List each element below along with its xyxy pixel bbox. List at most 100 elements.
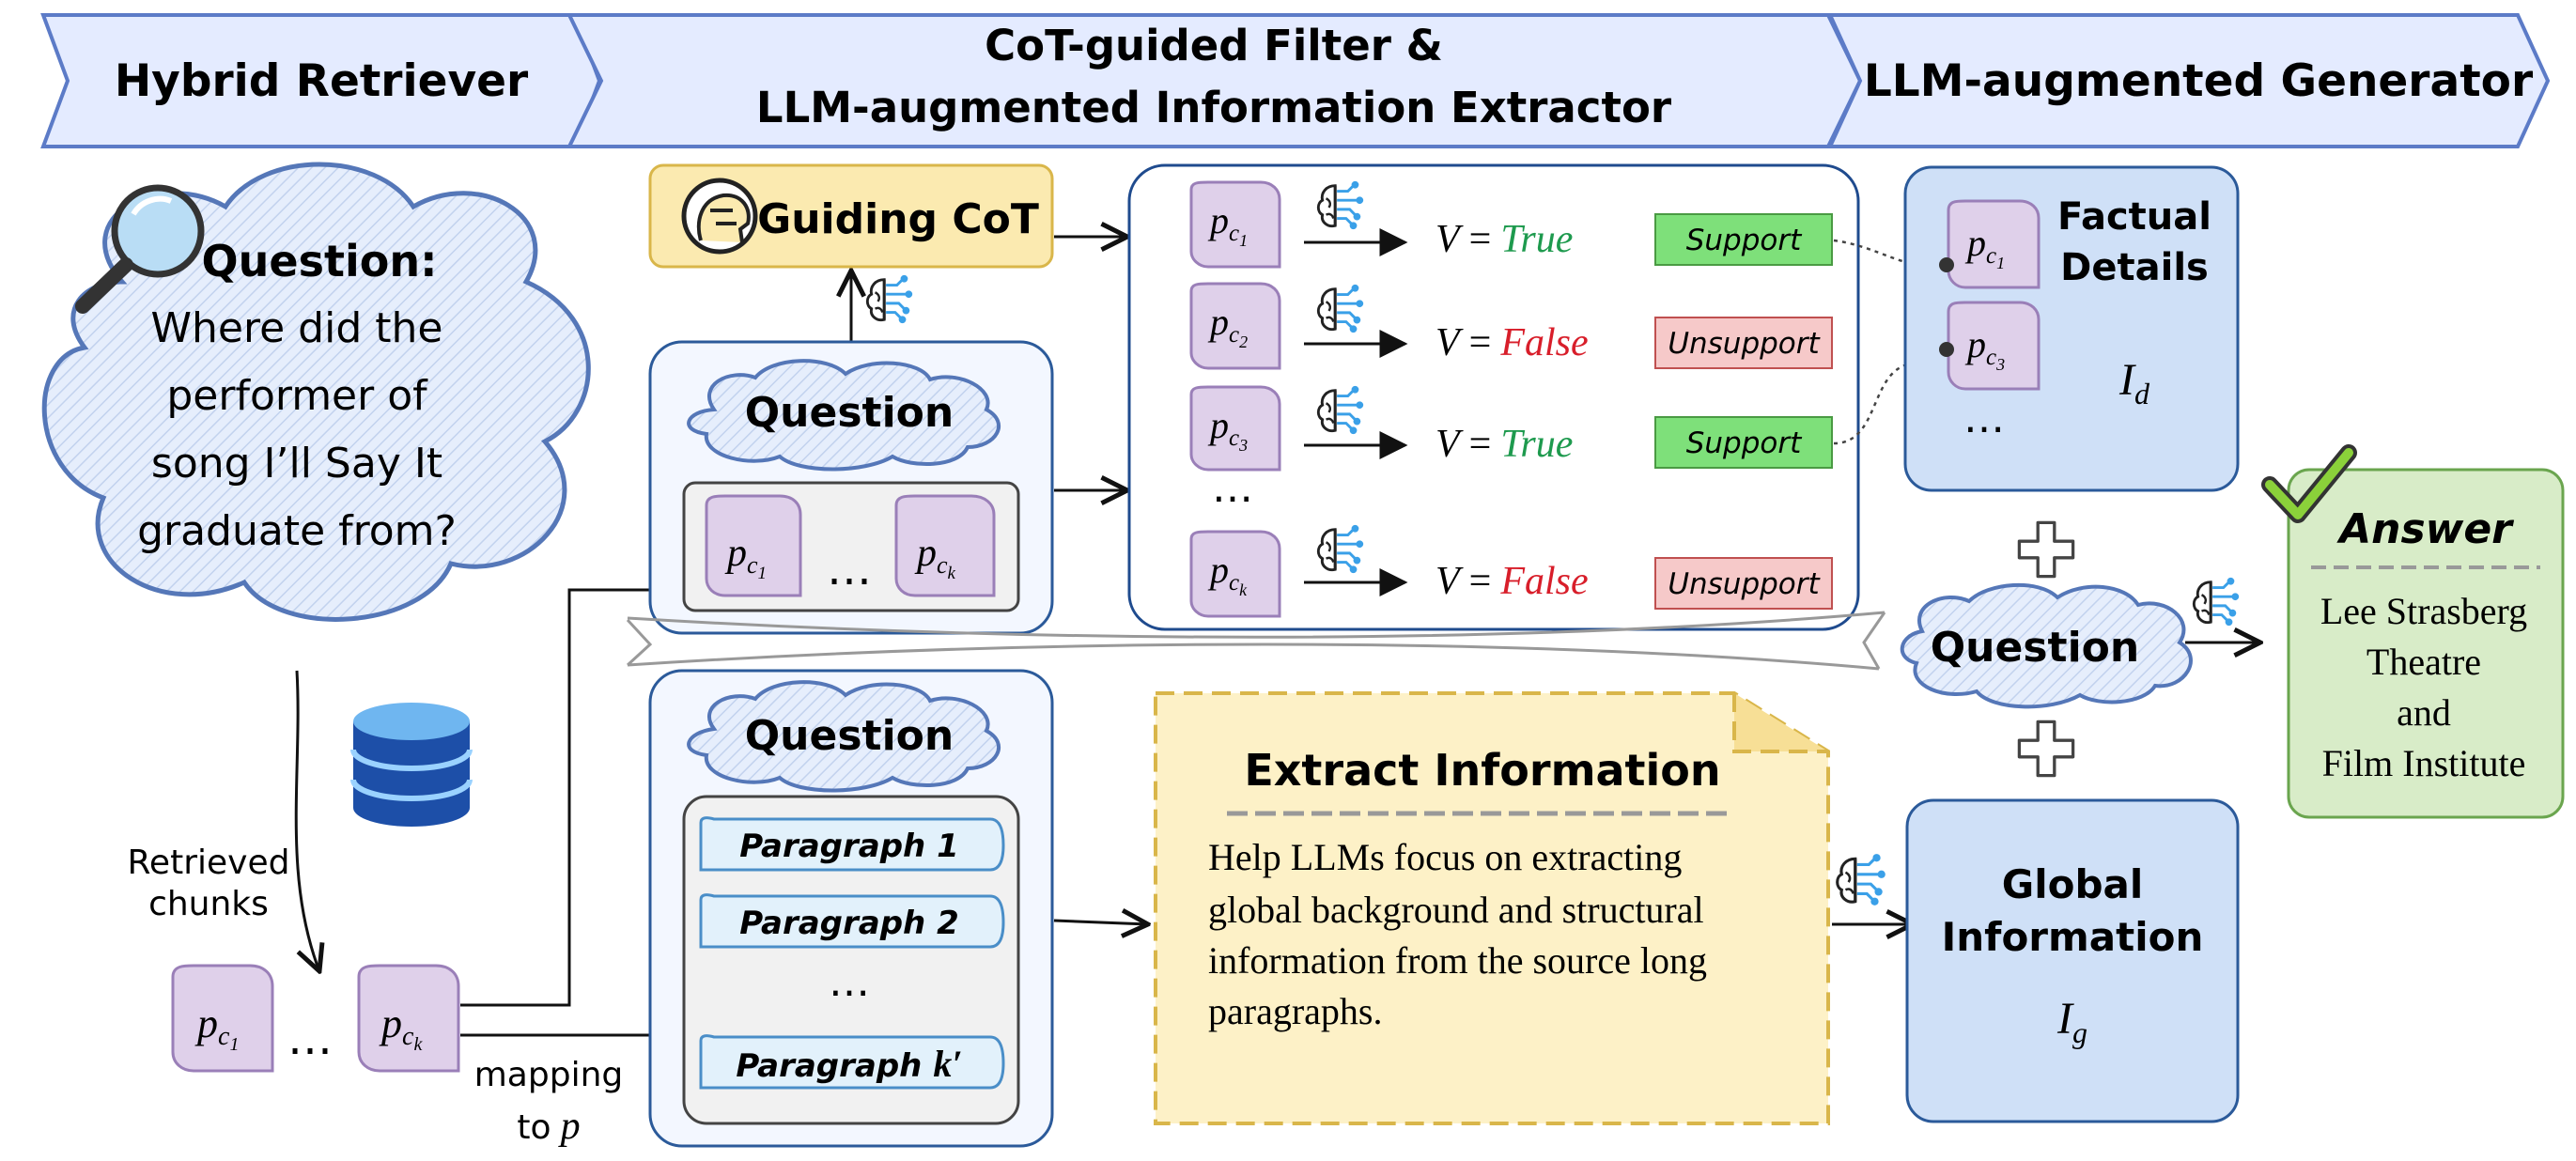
factual-chunk-c1: pc1 [1939,199,2041,289]
checkmark-icon [2261,444,2357,523]
answer-line-2: Theatre [2367,641,2481,683]
verdict-row-2: pc2 V=False Unsupport [1189,282,1833,370]
stage-label-hybrid-retriever: Hybrid Retriever [115,55,529,107]
factual-title-1: Factual [2057,195,2211,239]
extract-line-2: global background and structural [1208,889,1704,931]
svg-text:pck: pck [914,532,956,583]
question-chunks-box: Question pc1 … pck [648,340,1054,635]
unsupport-tag-2: Unsupport [1668,327,1821,361]
svg-text:pc1: pc1 [1207,199,1248,250]
svg-text:V=True: V=True [1435,423,1573,466]
question-cloud-right: Question [1900,582,2193,709]
answer-line-3: and [2397,691,2451,734]
verdict-row-3: pc3 V=True Support [1189,384,1833,472]
question-cloud: Question: Where did the performer of son… [41,162,591,622]
plus-icon [2017,520,2075,579]
retrieved-ellipsis: … [287,1013,333,1065]
answer-line-1: Lee Strasberg [2320,590,2527,632]
ai-brain-icon [865,273,914,325]
answer-box: Answer Lee Strasberg Theatre and Film In… [2261,444,2565,819]
guiding-cot-label: Guiding CoT [757,195,1039,243]
search-icon [75,184,205,314]
stage-banner-filter-extractor: CoT-guided Filter & LLM-augmented Inform… [566,13,1863,148]
answer-title: Answer [2336,505,2514,553]
global-var: Ig [2056,994,2087,1049]
ai-brain-icon [1836,852,1887,907]
question-line-1: Where did the [151,304,443,352]
svg-text:pc1: pc1 [194,1000,239,1055]
answer-line-4: Film Institute [2322,742,2526,784]
stage-label-filter-line2: LLM-augmented Information Extractor [756,83,1672,132]
paragraph-1: Paragraph 1 [699,816,1005,872]
stage-label-generator: LLM-augmented Generator [1864,55,2534,107]
factual-chunk-c3: pc3 [1939,301,2041,391]
support-link-3 [1833,348,1948,445]
filter-chunk-ellipsis: … [827,543,872,596]
svg-text:pc1: pc1 [1964,222,2005,272]
global-title-1: Global [2002,861,2144,907]
svg-text:Paragraph 2: Paragraph 2 [739,905,958,942]
retrieved-label-2: chunks [148,885,269,923]
paragraph-ellipsis: … [829,958,870,1006]
retrieved-chunk-ck: pck [357,964,460,1073]
database-icon [350,703,473,827]
filter-chunk-c1: pc1 [705,494,802,597]
head-icon [681,178,758,255]
factual-details-box: pc1 pc3 … Factual Details Id [1903,165,2240,492]
svg-text:pc2: pc2 [1207,301,1248,351]
extract-line-1: Help LLMs focus on extracting [1208,836,1682,878]
unsupport-tag-4: Unsupport [1668,567,1821,601]
svg-text:pc3: pc3 [1207,404,1248,455]
filter-verdict-box: pc1 V=True Support pc2 V=False Unsupport… [1127,163,1860,631]
mapping-label: mapping [474,1056,624,1094]
svg-text:pc1: pc1 [724,532,767,583]
retrieved-chunk-c1: pc1 [171,964,274,1073]
factual-ellipsis: … [1963,395,2005,442]
question-label-top: Question [745,389,954,437]
question-label-right: Question [1931,624,2139,672]
filter-chunk-ck: pck [894,494,996,597]
stage-banner-hybrid-retriever: Hybrid Retriever [40,13,602,148]
verdict-row-4: pck V=False Unsupport [1189,523,1833,618]
section-divider [626,611,1886,671]
paragraph-2: Paragraph 2 [699,893,1005,949]
question-line-4: graduate from? [137,507,457,555]
support-tag-1: Support [1686,224,1803,257]
svg-text:pc3: pc3 [1964,323,2005,374]
svg-text:pck: pck [379,1000,423,1055]
question-line-2: performer of [166,372,428,420]
stage-banner-generator: LLM-augmented Generator [1826,13,2551,148]
chunk-to-filter-arrow [460,590,680,1007]
extract-line-3: information from the source long [1208,939,1707,982]
retrieved-label-1: Retrieved [128,844,290,882]
ai-brain-icon [2192,576,2241,627]
global-title-2: Information [1942,914,2204,960]
question-label-bottom: Question [745,712,954,760]
question-paragraphs-box: Question Paragraph 1 Paragraph 2 … Parag… [648,669,1054,1148]
support-tag-3: Support [1686,426,1803,460]
verdict-row-1: pc1 V=True Support [1189,179,1833,269]
svg-text:V=True: V=True [1435,218,1573,261]
svg-text:Paragraph 1: Paragraph 1 [739,828,958,865]
plus-icon [2017,720,2075,778]
retrieval-arrow [294,670,319,971]
extract-information-note: Extract Information Help LLMs focus on e… [1154,691,1830,1125]
stage-label-filter-line1: CoT-guided Filter & [985,21,1443,70]
extract-title: Extract Information [1244,745,1720,796]
paragraphs-to-extract-arrow [1053,921,1148,924]
svg-text:V=False: V=False [1435,560,1589,603]
extract-line-4: paragraphs. [1208,990,1382,1032]
question-line-3: song I’ll Say It [151,440,442,488]
factual-var: Id [2118,355,2150,410]
question-title: Question: [202,236,438,286]
factual-title-2: Details [2060,246,2209,289]
svg-text:pck: pck [1207,549,1248,599]
svg-text:V=False: V=False [1435,321,1589,364]
verdict-ellipsis: … [1212,464,1253,512]
guiding-cot-box: Guiding CoT [648,163,1054,269]
global-information-box: Global Information Ig [1905,798,2240,1123]
